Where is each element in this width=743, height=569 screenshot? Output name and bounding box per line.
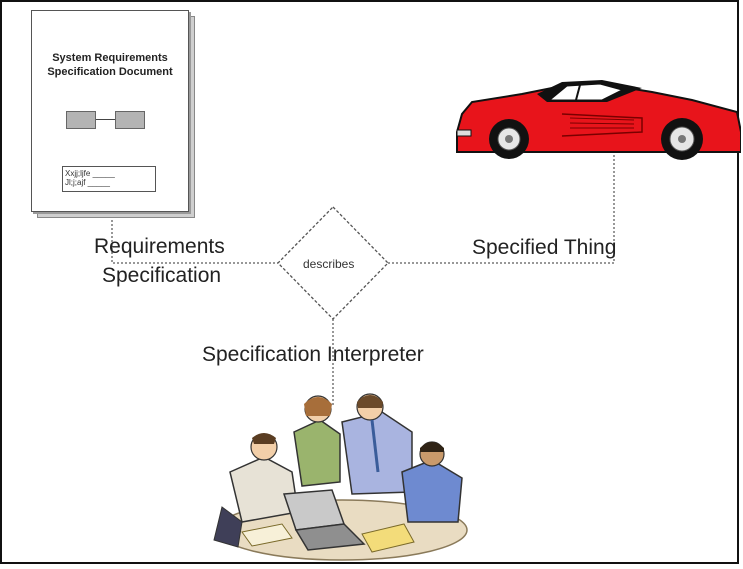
doc-field-box [62, 166, 156, 192]
doc-diagram-connector [96, 119, 115, 120]
doc-field-line2: Jl;j;ajf _____ [65, 178, 110, 187]
describes-label: describes [303, 257, 355, 271]
specified-thing-label: Specified Thing [472, 236, 617, 259]
describes-diamond [277, 206, 389, 320]
specification-interpreter-label: Specification Interpreter [202, 343, 424, 366]
doc-field-line1: Xxjj;ljfe _____ [65, 169, 115, 178]
document-title: System Requirements Specification Docume… [32, 51, 188, 79]
car-connector-line [388, 152, 615, 264]
doc-diagram-box-left [66, 111, 96, 129]
team-at-laptop-icon [213, 393, 468, 561]
doc-diagram-box-right [115, 111, 145, 129]
requirements-label: Requirements [94, 235, 225, 258]
specification-label: Specification [102, 264, 222, 287]
sports-car-icon [456, 80, 741, 160]
requirements-document: System Requirements Specification Docume… [31, 10, 189, 212]
doc-connector-line [111, 212, 278, 264]
document-title-line1: System Requirements [52, 52, 168, 64]
document-title-line2: Specification Document [47, 66, 173, 78]
